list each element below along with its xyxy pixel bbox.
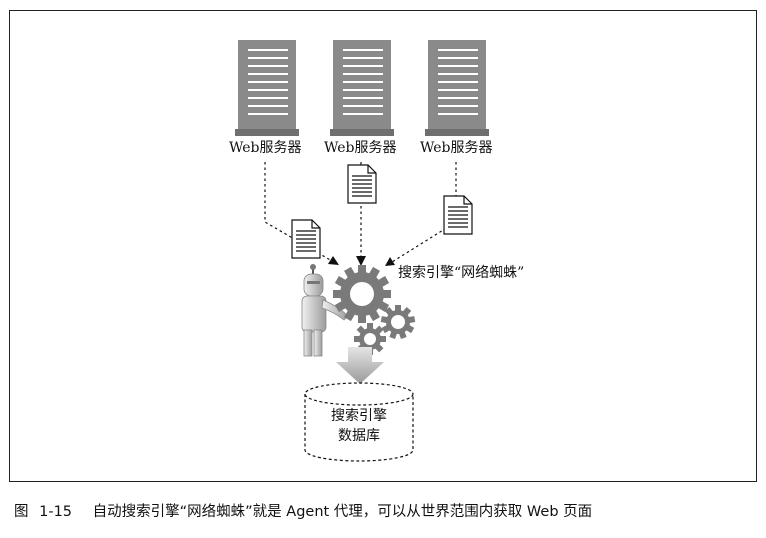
database-label: 搜索引擎 数据库 xyxy=(303,406,415,446)
database-cylinder-icon xyxy=(304,382,414,462)
document-icon-right xyxy=(443,195,473,235)
server-label-right: Web服务器 xyxy=(420,140,493,156)
caption-figure-number: 1-15 xyxy=(39,504,73,520)
server-label-middle: Web服务器 xyxy=(324,140,397,156)
robot-spider-icon xyxy=(301,264,349,357)
server-icon-middle xyxy=(329,39,395,137)
arrowhead-right xyxy=(385,257,395,266)
figure-caption: 图 1-15 自动搜索引擎“网络蜘蛛”就是 Agent 代理，可以从世界范围内获… xyxy=(14,500,592,521)
arrowhead-middle xyxy=(356,256,366,266)
server-icon-left xyxy=(234,39,300,137)
spider-label: 搜索引擎“网络蜘蛛” xyxy=(398,265,525,281)
server-icon-right xyxy=(424,39,490,137)
server-label-left: Web服务器 xyxy=(229,140,302,156)
arrowhead-left xyxy=(328,256,339,265)
document-icon-middle xyxy=(347,164,377,204)
caption-text: 自动搜索引擎“网络蜘蛛”就是 Agent 代理，可以从世界范围内获取 Web 页… xyxy=(92,504,593,520)
caption-figure-word: 图 xyxy=(14,504,29,520)
document-icon-left xyxy=(291,219,321,259)
connector-right xyxy=(391,162,457,263)
database-label-line2: 数据库 xyxy=(338,428,380,444)
figure-frame xyxy=(9,10,757,482)
gear-icon-large xyxy=(333,265,391,323)
gear-icon-medium xyxy=(380,305,416,340)
database-label-line1: 搜索引擎 xyxy=(331,408,387,424)
down-arrow-icon xyxy=(336,347,384,384)
